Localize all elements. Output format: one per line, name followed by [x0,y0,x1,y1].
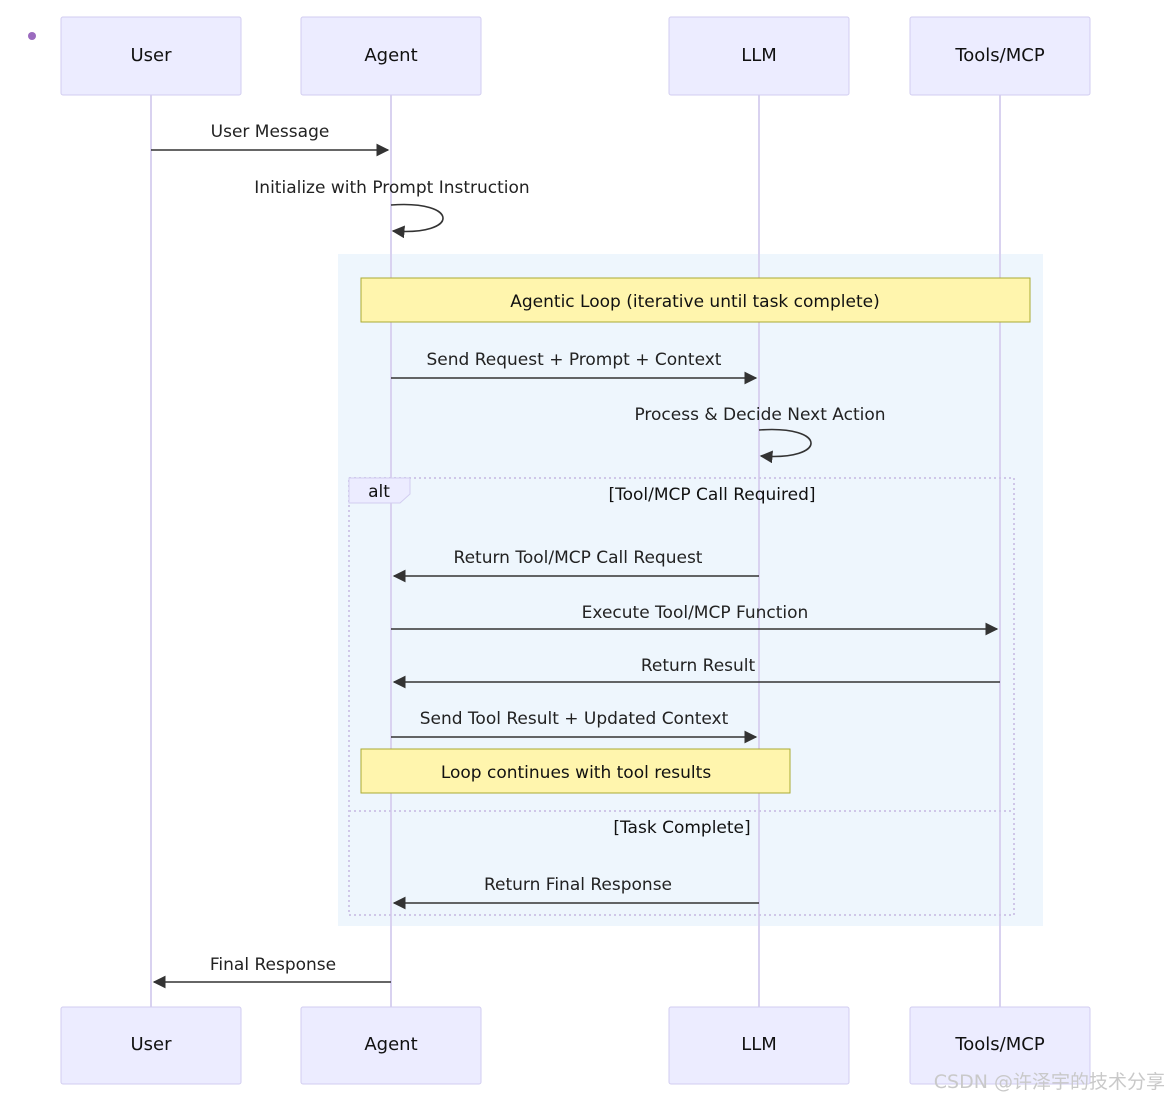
alt-block [348,477,1015,916]
message-process-decide-arrow [758,428,812,464]
actor-user-bottom: User [60,1006,242,1085]
actor-agent-top: Agent [300,16,482,96]
bullet-dot [28,32,36,40]
note-loop-continues: Loop continues with tool results [360,748,791,794]
loop-region [338,254,1043,926]
actor-agent-bottom-label: Agent [364,1034,417,1055]
message-return-final-label: Return Final Response [484,875,672,895]
actor-llm-bottom: LLM [668,1006,850,1085]
message-initialize-label: Initialize with Prompt Instruction [254,178,529,198]
note-agentic-loop: Agentic Loop (iterative until task compl… [360,277,1031,323]
message-final-response-label: Final Response [210,955,336,975]
actor-tools-top: Tools/MCP [909,16,1091,96]
actor-tools-bottom-label: Tools/MCP [954,1034,1045,1055]
message-send-tool-result-label: Send Tool Result + Updated Context [420,709,729,729]
message-execute-tool-label: Execute Tool/MCP Function [582,603,809,623]
actor-agent-top-label: Agent [364,45,417,66]
note-loop-continues-text: Loop continues with tool results [441,763,712,783]
alt-condition-tool-call: [Tool/MCP Call Required] [608,485,815,505]
message-initialize-arrow [390,203,444,239]
message-process-decide-label: Process & Decide Next Action [634,405,885,425]
actor-user-top-label: User [130,45,172,66]
actor-llm-bottom-label: LLM [741,1034,777,1055]
actor-user-top: User [60,16,242,96]
actor-llm-top-label: LLM [741,45,777,66]
message-return-result-label: Return Result [641,656,756,676]
alt-label-box: alt [348,477,411,504]
message-user-message-label: User Message [211,122,330,142]
actor-agent-bottom: Agent [300,1006,482,1085]
message-send-request-label: Send Request + Prompt + Context [427,350,722,370]
message-return-tool-call-label: Return Tool/MCP Call Request [454,548,703,568]
actor-llm-top: LLM [668,16,850,96]
actor-tools-top-label: Tools/MCP [954,45,1045,66]
alt-label: alt [368,482,390,502]
watermark-text: CSDN @许泽宇的技术分享 [934,1071,1165,1093]
alt-condition-task-complete: [Task Complete] [613,818,750,838]
note-agentic-loop-text: Agentic Loop (iterative until task compl… [510,292,879,312]
actor-user-bottom-label: User [130,1034,172,1055]
actor-tools-bottom: Tools/MCP [909,1006,1091,1085]
